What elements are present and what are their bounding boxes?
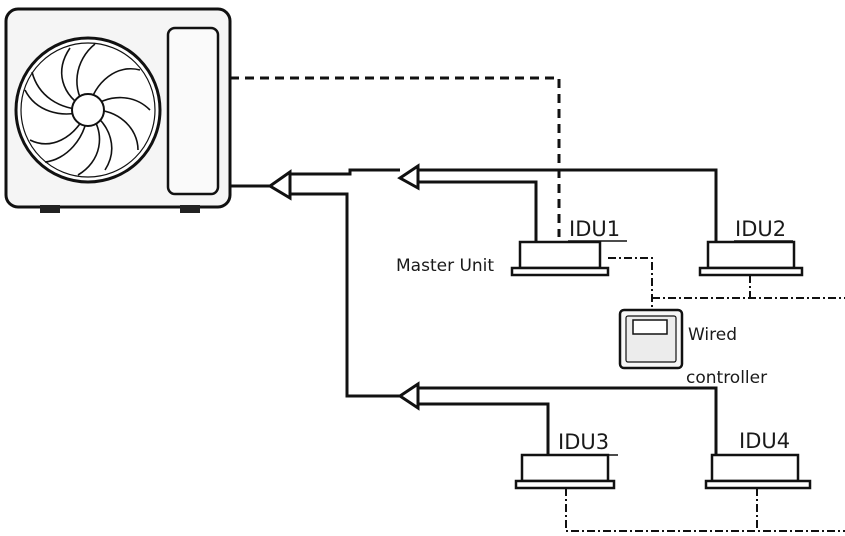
idu4-label: IDU4 [739, 429, 791, 453]
idu2-label: IDU2 [735, 217, 787, 241]
outdoor-unit-icon [4, 7, 232, 213]
refnet-branch-icon [267, 163, 420, 411]
master-unit-label: Master Unit [396, 256, 495, 276]
wired-controller-label-line2: controller [686, 368, 768, 388]
idu1-label: IDU1 [569, 217, 621, 241]
communication-line-odu [230, 76, 561, 237]
refrigerant-piping [230, 168, 718, 455]
wired-controller-label-line1: Wired [688, 325, 738, 345]
label-underlines [558, 240, 799, 456]
idu3-label: IDU3 [558, 430, 610, 454]
wired-controller-icon [618, 308, 684, 370]
fan-icon [14, 36, 162, 184]
control-wiring [565, 257, 845, 532]
